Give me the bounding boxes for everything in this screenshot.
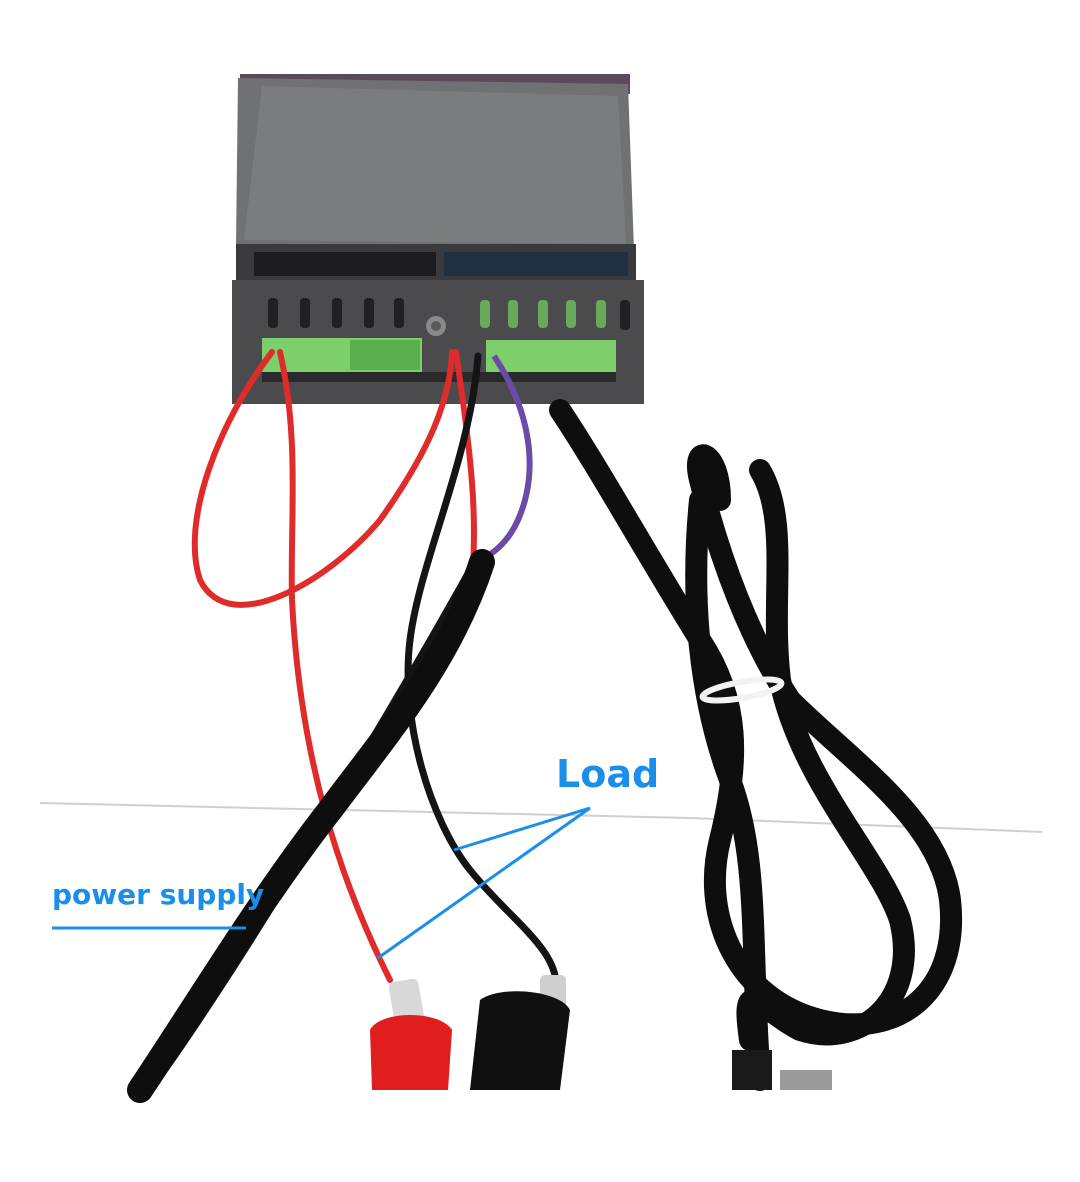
terminal-block-right xyxy=(486,340,616,374)
load-pointer-lines xyxy=(377,806,591,960)
cable-tie xyxy=(699,676,785,704)
power-supply-annotation: power supply xyxy=(52,878,265,911)
power-cable xyxy=(127,549,495,1103)
black-alligator-clip xyxy=(470,975,570,1090)
load-annotation: Load xyxy=(556,752,660,796)
sensor-cable xyxy=(549,399,963,1091)
vent-slots xyxy=(268,298,630,330)
controller-device xyxy=(232,74,644,404)
sensor-connector xyxy=(732,1050,832,1090)
red-alligator-clip xyxy=(370,978,452,1090)
